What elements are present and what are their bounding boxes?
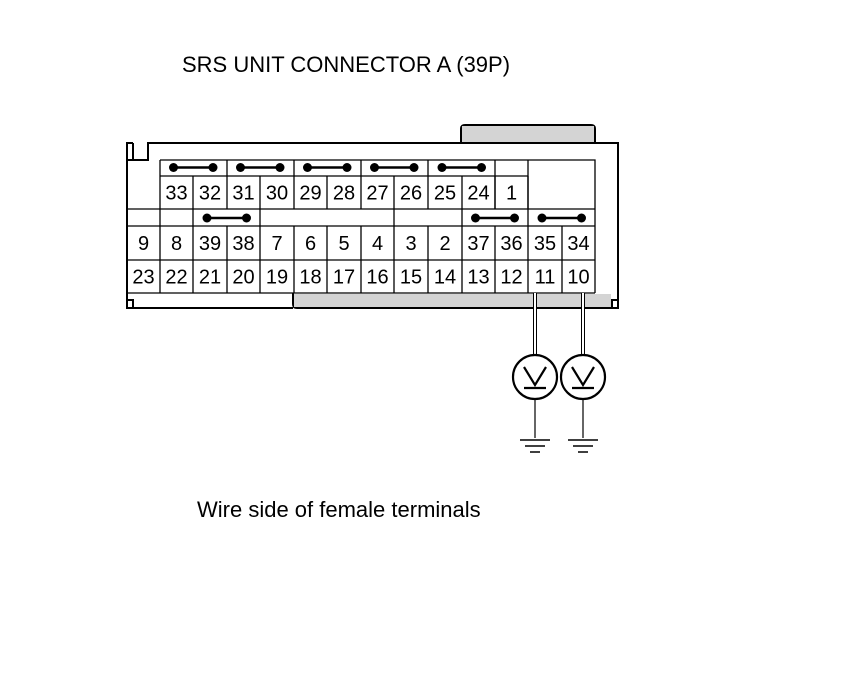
terminal-label-17: 17 <box>333 267 355 289</box>
ground-icon <box>520 439 550 453</box>
voltmeters <box>511 293 607 453</box>
terminal-label-21: 21 <box>199 267 221 289</box>
terminal-label-31: 31 <box>232 183 254 205</box>
terminal-label-5: 5 <box>338 233 349 255</box>
terminal-label-30: 30 <box>266 183 288 205</box>
lock-tab-shading <box>462 126 594 142</box>
terminal-label-20: 20 <box>232 267 254 289</box>
terminal-label-12: 12 <box>500 267 522 289</box>
terminal-label-33: 33 <box>165 183 187 205</box>
terminal-label-6: 6 <box>305 233 316 255</box>
shorting-bar-37-36 <box>471 213 519 223</box>
voltmeter-11 <box>511 293 559 453</box>
shorting-bars <box>169 163 586 223</box>
terminal-label-18: 18 <box>299 267 321 289</box>
terminal-label-34: 34 <box>567 233 589 255</box>
shorting-bar-27-26 <box>370 163 419 172</box>
voltmeter-circle <box>511 353 559 401</box>
terminal-label-23: 23 <box>132 267 154 289</box>
terminal-label-36: 36 <box>500 233 522 255</box>
terminal-label-37: 37 <box>467 233 489 255</box>
terminal-label-28: 28 <box>333 183 355 205</box>
diagram-caption: Wire side of female terminals <box>197 497 481 522</box>
terminal-label-39: 39 <box>199 233 221 255</box>
bottom-key-shading <box>294 294 611 307</box>
terminal-label-1: 1 <box>506 183 517 205</box>
terminal-label-19: 19 <box>266 267 288 289</box>
terminal-label-10: 10 <box>567 267 589 289</box>
terminal-label-13: 13 <box>467 267 489 289</box>
shorting-bar-33-32 <box>169 163 218 172</box>
terminal-label-27: 27 <box>366 183 388 205</box>
terminal-label-29: 29 <box>299 183 321 205</box>
terminal-label-25: 25 <box>434 183 456 205</box>
grid-line <box>160 159 596 209</box>
shorting-bar-39-38 <box>202 213 251 223</box>
terminal-label-2: 2 <box>439 233 450 255</box>
shorting-bar-29-28 <box>303 163 352 172</box>
terminal-label-14: 14 <box>434 267 456 289</box>
terminal-label-38: 38 <box>232 233 254 255</box>
terminal-label-8: 8 <box>171 233 182 255</box>
shorting-bar-31-30 <box>236 163 285 172</box>
terminal-label-24: 24 <box>467 183 489 205</box>
terminal-label-26: 26 <box>400 183 422 205</box>
shorting-bar-25-24 <box>437 163 486 172</box>
terminal-label-11: 11 <box>535 267 556 289</box>
terminal-label-22: 22 <box>165 267 187 289</box>
terminal-label-15: 15 <box>400 267 422 289</box>
terminal-label-4: 4 <box>372 233 383 255</box>
terminal-label-16: 16 <box>366 267 388 289</box>
voltmeter-10 <box>559 293 607 453</box>
terminal-label-7: 7 <box>271 233 282 255</box>
voltmeter-circle <box>559 353 607 401</box>
terminal-label-35: 35 <box>534 233 556 255</box>
terminal-label-9: 9 <box>138 233 149 255</box>
diagram-title: SRS UNIT CONNECTOR A (39P) <box>182 52 511 77</box>
shorting-bar-35-34 <box>537 213 586 223</box>
terminal-label-3: 3 <box>405 233 416 255</box>
ground-icon <box>568 439 598 453</box>
terminal-grid <box>126 159 596 294</box>
terminal-label-32: 32 <box>199 183 221 205</box>
